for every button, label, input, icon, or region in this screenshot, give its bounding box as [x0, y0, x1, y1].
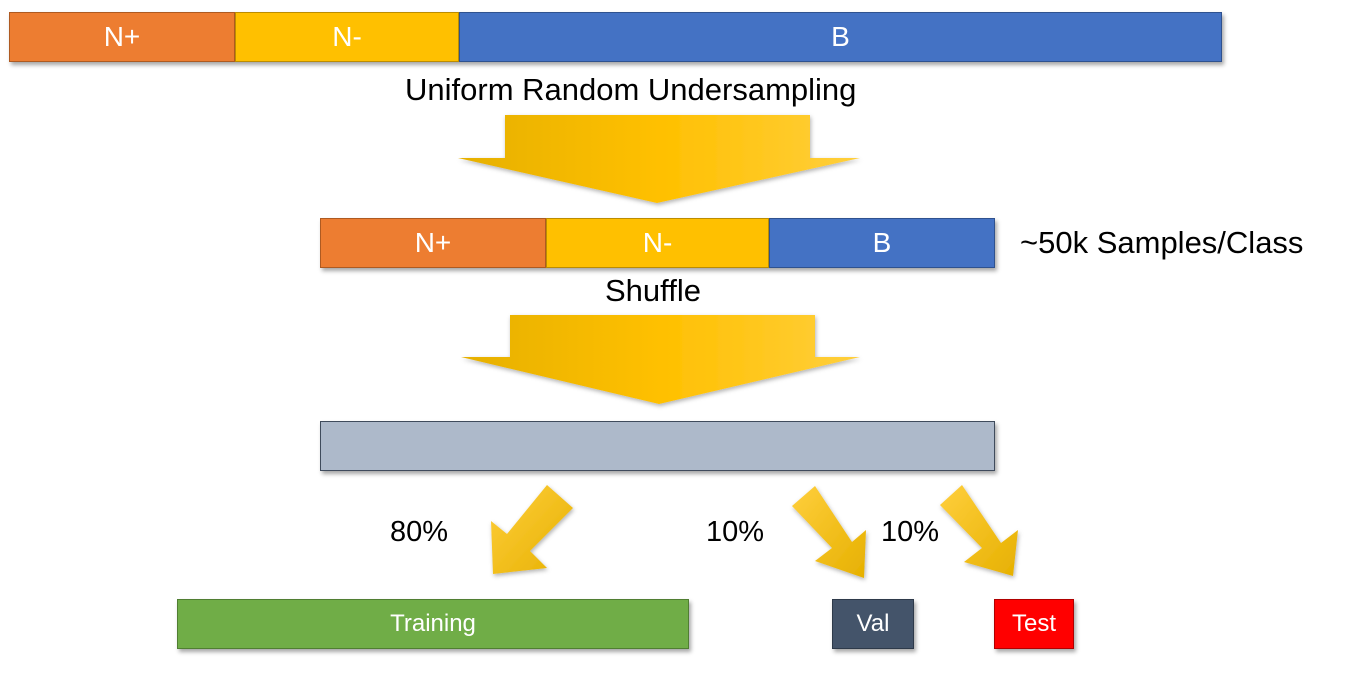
down-arrow-undersample	[458, 115, 860, 203]
mid-segment-n-plus: N+	[320, 218, 546, 268]
mid-class-bar: N+ N- B	[320, 218, 995, 268]
test-box: Test	[994, 599, 1074, 649]
shuffled-bar	[320, 421, 995, 471]
mid-segment-n-minus: N-	[546, 218, 769, 268]
mid-segment-b: B	[769, 218, 995, 268]
shuffle-label: Shuffle	[605, 273, 701, 308]
undersampling-label: Uniform Random Undersampling	[405, 72, 857, 107]
top-class-bar: N+ N- B	[9, 12, 1222, 62]
top-segment-n-minus: N-	[235, 12, 459, 62]
training-percent: 80%	[390, 516, 449, 548]
val-box: Val	[832, 599, 914, 649]
training-box: Training	[177, 599, 689, 649]
test-percent: 10%	[881, 516, 940, 548]
diagonal-arrow-val	[792, 486, 866, 578]
top-segment-n-plus: N+	[9, 12, 235, 62]
samples-per-class-label: ~50k Samples/Class	[1020, 225, 1304, 260]
down-arrow-shuffle	[461, 315, 860, 404]
diagonal-arrow-test	[940, 485, 1018, 576]
diagonal-arrow-training	[491, 485, 573, 574]
top-segment-b: B	[459, 12, 1222, 62]
val-percent: 10%	[706, 516, 765, 548]
